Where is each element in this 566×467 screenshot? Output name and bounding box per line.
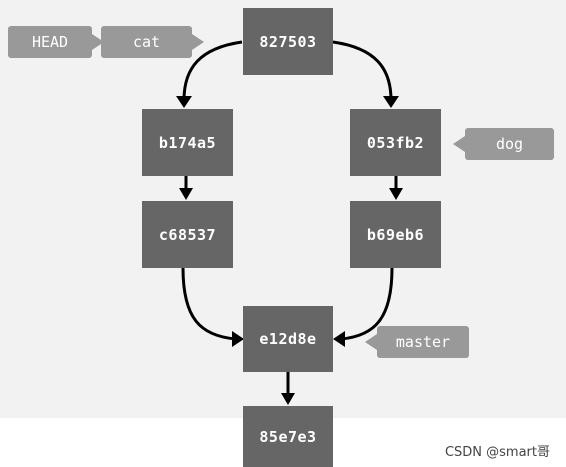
commit-e12d8e: e12d8e: [243, 306, 333, 372]
arrowhead-merge-left: [232, 331, 244, 347]
commit-b69eb6: b69eb6: [350, 201, 441, 268]
commit-827503: 827503: [243, 8, 333, 75]
commit-hash: 053fb2: [366, 133, 425, 152]
branch-label-text: cat: [132, 33, 161, 51]
edge-827503-b174a5: [182, 40, 243, 101]
commit-hash: b174a5: [158, 133, 217, 152]
commit-053fb2: 053fb2: [350, 109, 441, 176]
commit-c68537: c68537: [142, 201, 233, 268]
ref-label-text: HEAD: [31, 33, 69, 51]
arrowhead-c68537: [179, 188, 193, 200]
watermark: CSDN @smart哥: [444, 445, 550, 460]
edge-827503-053fb2: [332, 40, 393, 101]
branch-label-text: master: [395, 333, 451, 351]
branch-label-master: master: [365, 326, 469, 358]
arrowhead-85e7e3: [281, 393, 295, 405]
commit-b174a5: b174a5: [142, 109, 233, 176]
commit-85e7e3: 85e7e3: [243, 406, 333, 467]
branch-label-text: dog: [495, 135, 524, 153]
commit-hash: e12d8e: [259, 330, 317, 348]
edge-b69eb6-e12d8e: [340, 267, 394, 341]
ref-label-head: HEAD: [8, 26, 104, 58]
edge-c68537-e12d8e: [181, 267, 237, 341]
commit-hash: 827503: [259, 32, 317, 51]
commit-hash: b69eb6: [366, 225, 425, 244]
arrowhead-b69eb6: [389, 188, 403, 200]
arrowhead-053fb2: [383, 96, 399, 108]
arrowhead-b174a5: [176, 96, 192, 108]
commit-hash: c68537: [158, 225, 217, 244]
arrowhead-merge-right: [333, 331, 345, 347]
branch-label-cat: cat: [101, 26, 204, 58]
commit-hash: 85e7e3: [259, 427, 317, 446]
branch-label-dog: dog: [453, 128, 554, 160]
